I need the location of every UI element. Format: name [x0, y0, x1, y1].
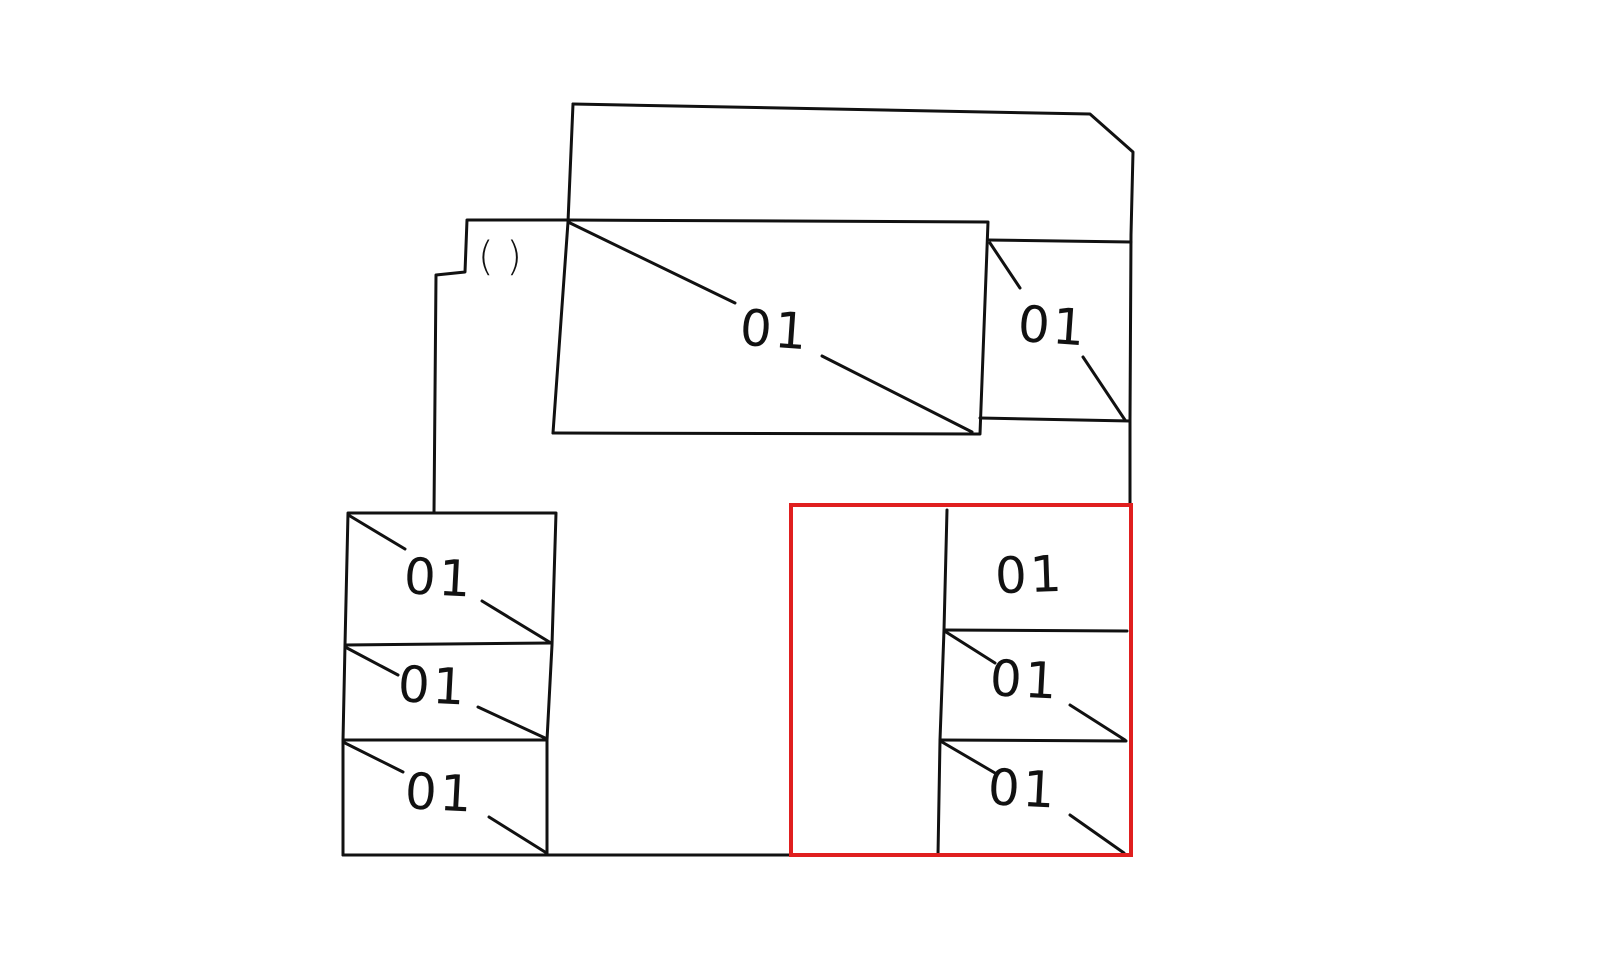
right-cell-3-diagonal-b — [1068, 813, 1126, 855]
right-cell-2-diagonal-a — [944, 630, 997, 665]
right-stack-divider-2 — [938, 738, 1128, 743]
top-panel-diagonal-b — [820, 354, 974, 434]
right-stack-frame — [936, 508, 949, 857]
outer-frame — [571, 102, 1135, 507]
right-upper-panel-diagonal-b — [1081, 355, 1127, 422]
left-cell-3-diagonal-b — [487, 815, 547, 854]
left-cell-3-diagonal-a — [343, 741, 405, 774]
bracket-label: ( ) — [478, 234, 522, 280]
left-cell-1-diagonal-b — [480, 599, 553, 645]
right-stack-label-2: 01 — [989, 649, 1062, 711]
right-stack-label-1: 01 — [994, 545, 1066, 605]
highlight-box — [789, 503, 1133, 857]
right-upper-panel-frame — [978, 238, 1133, 423]
right-stack-label-3: 01 — [987, 758, 1060, 820]
left-stack-label-1: 01 — [403, 547, 476, 609]
top-panel-frame — [551, 218, 990, 436]
right-upper-panel-diagonal-a — [988, 241, 1022, 290]
right-cell-3-diagonal-a — [940, 740, 997, 775]
left-wall — [432, 218, 570, 515]
outer-frame-left-edge — [551, 102, 575, 435]
left-stack-label-2: 01 — [397, 655, 470, 717]
left-cell-1-diagonal-a — [348, 514, 407, 551]
left-cell-2-diagonal-a — [345, 646, 400, 677]
top-panel-label: 01 — [738, 299, 812, 362]
left-stack-frame — [341, 511, 558, 857]
left-cell-2-diagonal-b — [476, 705, 547, 740]
right-stack-divider-1 — [942, 628, 1129, 633]
right-cell-2-diagonal-b — [1068, 703, 1127, 742]
left-stack-divider-1 — [343, 641, 554, 647]
top-panel-diagonal-a — [566, 220, 737, 305]
left-stack-label-3: 01 — [404, 762, 477, 824]
right-upper-panel-label: 01 — [1016, 295, 1090, 358]
